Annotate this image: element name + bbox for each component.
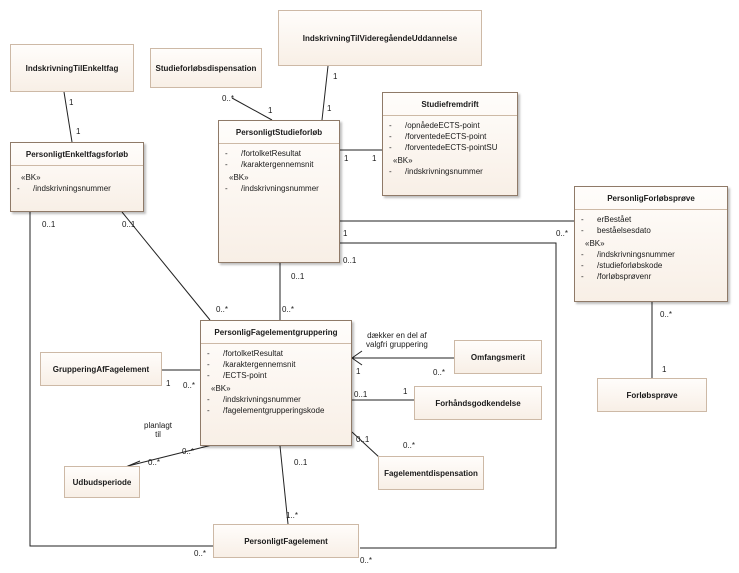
class-title: PersonligForløbsprøve bbox=[575, 187, 727, 210]
assoc-ps-pfe-line bbox=[340, 242, 557, 549]
class-title: PersonligtFagelement bbox=[244, 536, 328, 546]
attribute-row: - /indskrivningsnummer bbox=[207, 395, 301, 404]
multiplicity-label: 0..* bbox=[660, 310, 673, 319]
class-udbudsperiode[interactable]: Udbudsperiode bbox=[64, 466, 140, 498]
attribute-row: - beståelsesdato bbox=[581, 226, 651, 235]
stereotype-bk: «BK» bbox=[585, 239, 605, 248]
multiplicity-label: 0..1 bbox=[122, 220, 136, 229]
attribute-row: - /opnåedeECTS-point bbox=[389, 121, 480, 130]
class-personlig-fagelementgruppering[interactable]: PersonligFagelementgruppering - /fortolk… bbox=[200, 320, 352, 446]
association-label: planlagt til bbox=[144, 421, 173, 439]
class-title: Studiefremdrift bbox=[383, 93, 517, 116]
class-forloebsproeve[interactable]: Forløbsprøve bbox=[597, 378, 707, 412]
attribute-row: - /indskrivningsnummer bbox=[389, 167, 483, 176]
multiplicity-label: 0..* bbox=[282, 305, 295, 314]
multiplicity-label: 0..* bbox=[148, 458, 161, 467]
multiplicity-label: 1 bbox=[69, 98, 74, 107]
multiplicity-label: 1 bbox=[327, 104, 332, 113]
class-title: Omfangsmerit bbox=[470, 352, 526, 362]
class-fagelementdispensation[interactable]: Fagelementdispensation bbox=[378, 456, 484, 490]
multiplicity-label: 0..* bbox=[556, 229, 569, 238]
attribute-row: - /indskrivningsnummer bbox=[581, 250, 675, 259]
multiplicity-label: 0..* bbox=[194, 549, 207, 558]
attribute-row: - /karaktergennemsnit bbox=[207, 360, 296, 369]
multiplicity-label: 1..* bbox=[286, 511, 299, 520]
class-title: IndskrivningTilVideregåendeUddannelse bbox=[302, 33, 458, 43]
multiplicity-label: 0..1 bbox=[291, 272, 305, 281]
multiplicity-label: 1 bbox=[344, 154, 349, 163]
attribute-row: - /fagelementgrupperingskode bbox=[207, 406, 325, 415]
multiplicity-label: 0..* bbox=[360, 556, 373, 565]
multiplicity-label: 0..* bbox=[433, 368, 446, 377]
attribute-row: - /ECTS-point bbox=[207, 371, 267, 380]
assoc-enkeltfag-line bbox=[63, 91, 73, 143]
multiplicity-label: 0..* bbox=[222, 94, 235, 103]
multiplicity-label: 0..* bbox=[403, 441, 416, 450]
multiplicity-label: 1 bbox=[343, 229, 348, 238]
attribute-row: - /fortolketResultat bbox=[225, 149, 302, 158]
attribute-row: - /forløbsprøvenr bbox=[581, 272, 652, 281]
class-omfangsmerit[interactable]: Omfangsmerit bbox=[454, 340, 542, 374]
class-indskrivning-til-enkeltfag[interactable]: IndskrivningTilEnkeltfag bbox=[10, 44, 134, 92]
multiplicity-label: 1 bbox=[662, 365, 667, 374]
class-title: PersonligtStudieforløb bbox=[219, 121, 339, 144]
class-personlig-forloebsproeve[interactable]: PersonligForløbsprøve - erBestået - best… bbox=[574, 186, 728, 302]
assoc-pef-pfe-line bbox=[29, 212, 213, 547]
class-studieforloebsdispensation[interactable]: Studieforløbsdispensation bbox=[150, 48, 262, 88]
class-title: PersonligtEnkeltfagsforløb bbox=[11, 143, 143, 166]
stereotype-bk: «BK» bbox=[21, 173, 41, 182]
assoc-dispensation-line bbox=[231, 97, 273, 121]
class-title: Udbudsperiode bbox=[72, 477, 132, 487]
assoc-udbud-line bbox=[127, 443, 217, 467]
class-personligt-enkeltfagsforloeb[interactable]: PersonligtEnkeltfagsforløb «BK» - /indsk… bbox=[10, 142, 144, 212]
multiplicity-label: 0..1 bbox=[354, 390, 368, 399]
assoc-omfangsmerit-arrow bbox=[351, 350, 363, 366]
stereotype-bk: «BK» bbox=[229, 173, 249, 182]
multiplicity-label: 0..1 bbox=[356, 435, 370, 444]
multiplicity-label: 1 bbox=[333, 72, 338, 81]
stereotype-bk: «BK» bbox=[393, 156, 413, 165]
association-label: dækker en del af valgfri gruppering bbox=[366, 331, 428, 349]
class-title: IndskrivningTilEnkeltfag bbox=[25, 63, 119, 73]
class-personligt-fagelement[interactable]: PersonligtFagelement bbox=[213, 524, 359, 558]
multiplicity-label: 1 bbox=[166, 379, 171, 388]
multiplicity-label: 0..* bbox=[182, 447, 195, 456]
class-studiefremdrift[interactable]: Studiefremdrift - /opnåedeECTS-point - /… bbox=[382, 92, 518, 196]
class-title: Forhåndsgodkendelse bbox=[435, 398, 521, 408]
class-title: Fagelementdispensation bbox=[384, 468, 478, 478]
class-title: Forløbsprøve bbox=[626, 390, 678, 400]
attribute-row: - erBestået bbox=[581, 215, 632, 224]
multiplicity-label: 1 bbox=[268, 106, 273, 115]
multiplicity-label: 0..1 bbox=[343, 256, 357, 265]
multiplicity-label: 1 bbox=[403, 387, 408, 396]
multiplicity-label: 0..* bbox=[183, 381, 196, 390]
class-forhaandsgodkendelse[interactable]: Forhåndsgodkendelse bbox=[414, 386, 542, 420]
attribute-row: - /fortolketResultat bbox=[207, 349, 284, 358]
attribute-row: - /forventedeECTS-point bbox=[389, 132, 487, 141]
attribute-row: - /indskrivningsnummer bbox=[17, 184, 111, 193]
multiplicity-label: 0..1 bbox=[294, 458, 308, 467]
multiplicity-label: 0..* bbox=[216, 305, 229, 314]
class-title: Studieforløbsdispensation bbox=[155, 63, 257, 73]
class-indskrivning-til-videregaaende[interactable]: IndskrivningTilVideregåendeUddannelse bbox=[278, 10, 482, 66]
attribute-row: - /forventedeECTS-pointSU bbox=[389, 143, 498, 152]
multiplicity-label: 1 bbox=[356, 367, 361, 376]
class-personligt-studieforloeb[interactable]: PersonligtStudieforløb - /fortolketResul… bbox=[218, 120, 340, 263]
stereotype-bk: «BK» bbox=[211, 384, 231, 393]
assoc-pef-pfg-line bbox=[121, 211, 211, 321]
class-title: PersonligFagelementgruppering bbox=[201, 321, 351, 344]
assoc-pfg-pfe-line bbox=[279, 445, 289, 525]
attribute-row: - /karaktergennemsnit bbox=[225, 160, 314, 169]
attribute-row: - /studieforløbskode bbox=[581, 261, 663, 270]
class-gruppering-af-fagelement[interactable]: GrupperingAfFagelement bbox=[40, 352, 162, 386]
multiplicity-label: 0..1 bbox=[42, 220, 56, 229]
multiplicity-label: 1 bbox=[372, 154, 377, 163]
multiplicity-label: 1 bbox=[76, 127, 81, 136]
attribute-row: - /indskrivningsnummer bbox=[225, 184, 319, 193]
assoc-videregaaende-line bbox=[321, 65, 329, 121]
assoc-fagelementdisp-line bbox=[351, 431, 381, 459]
class-title: GrupperingAfFagelement bbox=[52, 364, 150, 374]
